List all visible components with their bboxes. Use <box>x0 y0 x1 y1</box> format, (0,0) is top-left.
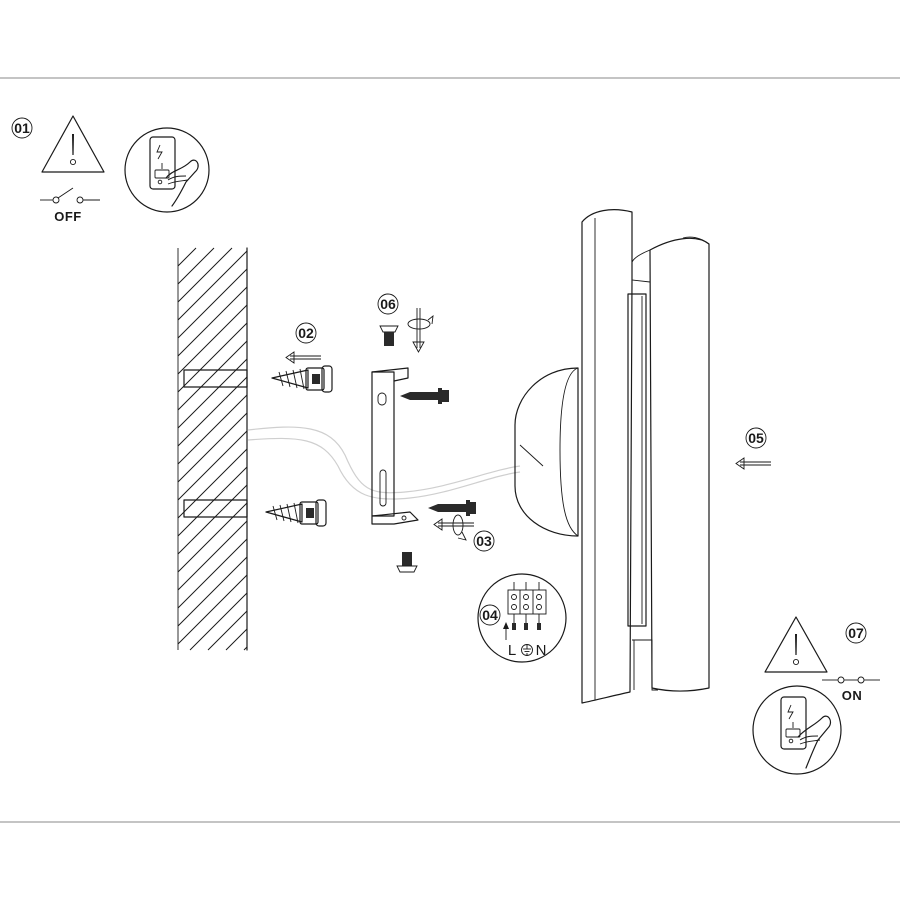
step-05-group: 05 <box>735 427 771 470</box>
step-01-group: 01 OFF <box>11 115 210 224</box>
step-07-label: 07 <box>848 625 864 641</box>
switch-closed-icon <box>822 676 880 684</box>
step-04-label: 04 <box>482 607 498 623</box>
hatch-line <box>177 358 248 429</box>
step-01-label: 01 <box>14 120 30 136</box>
hatch-line <box>177 322 248 393</box>
mains-cable <box>247 426 521 500</box>
terminal-block <box>507 582 547 630</box>
hatch-line <box>177 520 248 591</box>
wall-section <box>177 247 248 651</box>
step-02-label: 02 <box>298 325 314 341</box>
hatch-line <box>177 268 248 339</box>
step-04-badge <box>479 604 501 626</box>
hatch-line <box>225 628 248 651</box>
wall-hatching <box>177 247 248 651</box>
hatch-line <box>207 610 248 651</box>
arrow-up-icon <box>503 622 509 640</box>
step-04-group: 04 L <box>477 573 567 663</box>
hatch-line <box>177 286 248 357</box>
hatch-line <box>177 247 233 303</box>
step-05-label: 05 <box>748 430 764 446</box>
terminal-live-label: L <box>508 642 516 659</box>
step-02-badge <box>295 322 317 344</box>
arrow-left-icon <box>735 457 771 470</box>
rotate-arrow-icon <box>452 514 467 541</box>
terminal-detail-circle <box>477 573 567 663</box>
step-03-badge <box>473 530 495 552</box>
drill-hole-upper <box>183 369 248 388</box>
hatch-line <box>177 250 248 321</box>
step-06-label: 06 <box>380 296 396 312</box>
wall-lamp <box>514 209 710 704</box>
hatch-line <box>177 538 248 609</box>
hatch-line <box>243 646 248 651</box>
hatch-line <box>177 376 248 447</box>
arrow-left-icon <box>433 518 474 531</box>
hatch-line <box>177 556 248 627</box>
hatch-line <box>189 592 248 651</box>
switch-open-icon <box>40 187 100 204</box>
hatch-line <box>177 247 197 267</box>
hatch-line <box>177 340 248 411</box>
drill-hole-lower <box>183 499 248 518</box>
hatch-line <box>177 394 248 465</box>
wall-plug-anchor-lower <box>265 499 327 527</box>
step-02-group: 02 <box>265 322 333 527</box>
step-06-group: 06 <box>377 293 434 353</box>
hatch-line <box>177 412 248 483</box>
step-06-badge <box>377 293 399 315</box>
step-03-label: 03 <box>476 533 492 549</box>
warning-triangle-icon <box>41 115 105 173</box>
terminal-neutral-label: N <box>536 642 547 659</box>
step-03-group: 03 <box>396 500 495 573</box>
hatch-line <box>177 304 248 375</box>
wall-switch-hand-icon <box>752 685 842 775</box>
hatch-line <box>177 466 248 537</box>
hatch-line <box>177 502 248 573</box>
screw-lower <box>428 500 476 516</box>
mounting-bracket <box>371 367 419 525</box>
screw-upper <box>400 388 449 404</box>
rotate-arrow-icon <box>407 314 434 330</box>
switch-off-label: OFF <box>54 209 82 224</box>
step-01-badge <box>11 117 33 139</box>
wall-switch-hand-icon <box>124 127 210 213</box>
hatch-line <box>177 484 248 555</box>
warning-triangle-icon <box>764 616 828 673</box>
ground-symbol-icon <box>521 644 533 656</box>
arrow-down-icon <box>412 308 425 353</box>
hatch-line <box>177 430 248 501</box>
screw-icon <box>379 325 399 346</box>
step-07-group: 07 ON <box>752 616 880 775</box>
screw-icon <box>396 552 418 573</box>
step-07-badge <box>845 622 867 644</box>
hatch-line <box>177 574 248 645</box>
switch-on-label: ON <box>842 688 863 703</box>
arrow-left-icon <box>285 351 321 364</box>
hatch-line <box>177 448 248 519</box>
hatch-line <box>177 247 215 285</box>
step-05-badge <box>745 427 767 449</box>
wall-plug-anchor-upper <box>271 365 333 393</box>
lamp-light-window <box>627 293 647 627</box>
